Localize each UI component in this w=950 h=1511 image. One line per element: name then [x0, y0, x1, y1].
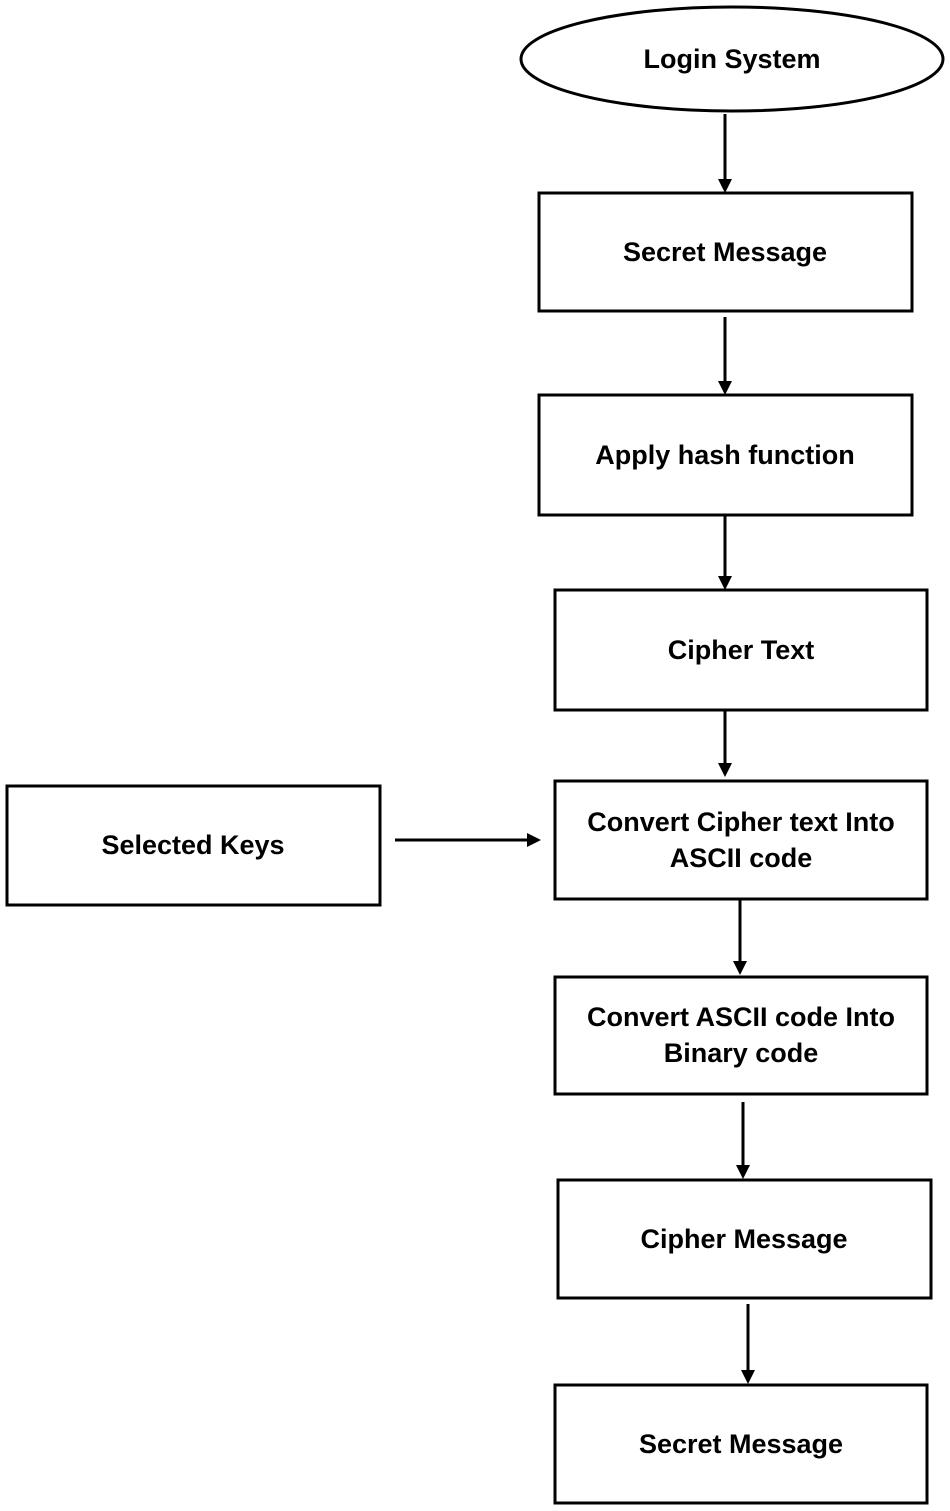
- arrow-ascii-to-binary: [733, 899, 747, 975]
- node-convert-binary: Convert ASCII code Into Binary code: [553, 975, 929, 1096]
- secret-message-end-box: [553, 1383, 929, 1505]
- node-cipher-text: Cipher Text: [553, 588, 929, 712]
- arrow-keys-to-ascii: [395, 833, 541, 847]
- convert-ascii-label-line1: Convert Cipher text Into: [587, 807, 895, 837]
- node-login-system: Login System: [519, 5, 945, 113]
- convert-ascii-box: [553, 779, 929, 901]
- arrow-secret-to-hash: [718, 317, 732, 395]
- cipher-message-box: [556, 1178, 933, 1300]
- arrow-binary-to-cipher-message: [736, 1102, 750, 1179]
- node-convert-ascii: Convert Cipher text Into ASCII code: [553, 779, 929, 901]
- convert-binary-label-line1: Convert ASCII code Into: [587, 1002, 895, 1032]
- apply-hash-label: Apply hash function: [595, 440, 855, 470]
- arrow-cipher-text-to-ascii: [718, 710, 732, 777]
- arrow-login-to-secret: [718, 114, 732, 193]
- arrow-cipher-message-to-secret: [741, 1304, 755, 1384]
- cipher-text-box: [553, 588, 929, 712]
- node-secret-message-end: Secret Message: [553, 1383, 929, 1505]
- node-apply-hash: Apply hash function: [537, 393, 914, 517]
- convert-binary-label-line2: Binary code: [664, 1038, 819, 1068]
- cipher-text-label: Cipher Text: [668, 635, 815, 665]
- convert-ascii-label-line2: ASCII code: [670, 843, 813, 873]
- node-cipher-message: Cipher Message: [556, 1178, 933, 1300]
- selected-keys-box: [5, 784, 382, 907]
- selected-keys-label: Selected Keys: [101, 830, 284, 860]
- apply-hash-box: [537, 393, 914, 517]
- secret-message-end-label: Secret Message: [639, 1429, 843, 1459]
- secret-message-start-box: [537, 191, 914, 313]
- node-selected-keys: Selected Keys: [5, 784, 382, 907]
- login-system-ellipse: [519, 5, 945, 113]
- secret-message-start-label: Secret Message: [623, 237, 827, 267]
- cipher-message-label: Cipher Message: [640, 1224, 847, 1254]
- convert-binary-box: [553, 975, 929, 1096]
- arrow-hash-to-cipher-text: [718, 515, 732, 590]
- node-secret-message-start: Secret Message: [537, 191, 914, 313]
- login-system-label: Login System: [643, 44, 820, 74]
